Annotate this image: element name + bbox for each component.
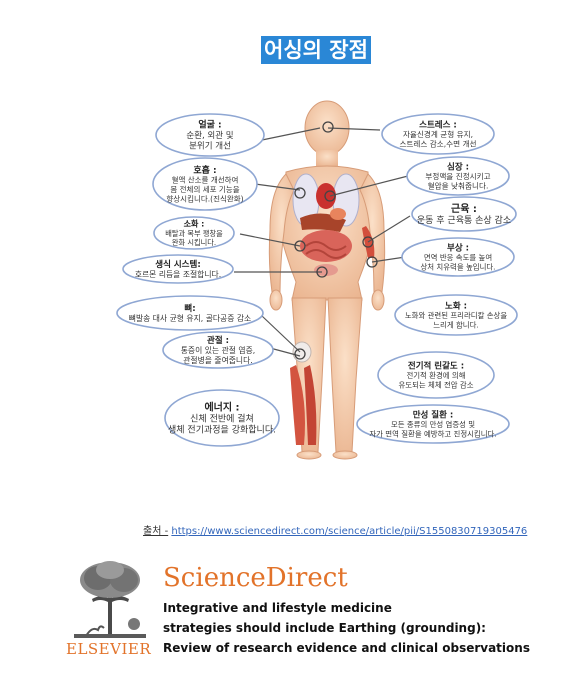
bubble-title: 호흡 :	[193, 164, 216, 176]
bubble-title: 얼굴 :	[198, 119, 221, 131]
body-silhouette	[268, 100, 386, 460]
bubble-outline	[122, 254, 234, 284]
bubble-title: 심장 :	[447, 161, 469, 172]
paper-title-line-3: Review of research evidence and clinical…	[163, 641, 530, 655]
bubble-outline	[394, 294, 518, 336]
page-title: 어싱의 장점	[261, 36, 371, 64]
bubble-outline	[377, 351, 495, 399]
bubble-line: 모든 종류의 만성 염증성 및	[391, 420, 475, 429]
bubble-line: 상처 치유력을 높입니다.	[420, 262, 495, 271]
paper-title-line-1: Integrative and lifestyle medicine	[163, 601, 392, 615]
bubble-line: 자가 면역 질환을 예방하고 진정시킵니다.	[369, 429, 496, 438]
bubble-line: 호르몬 리듬을 조절합니다.	[135, 269, 221, 279]
benefit-bubble: 근육 :운동 후 근육통 손상 감소	[411, 196, 517, 232]
bubble-outline	[155, 113, 265, 157]
bubble-title: 소화 :	[184, 219, 205, 229]
bubble-line: 분위기 개선	[189, 141, 231, 152]
brand-logo-sciencedirect: ScienceDirect	[163, 563, 348, 593]
bubble-line: 스트레스 감소,수면 개선	[399, 139, 476, 149]
bubble-line: 순환, 외관 및	[186, 130, 233, 141]
bubble-outline	[381, 113, 495, 155]
bubble-outline	[406, 156, 510, 196]
bubble-title: 노화 :	[445, 301, 467, 312]
bubble-line: 느리게 합니다.	[433, 320, 479, 329]
bubble-title: 에너지 :	[204, 401, 239, 414]
bubble-outline	[153, 216, 235, 250]
bubble-title: 관절 :	[207, 335, 229, 346]
bubble-title: 근육 :	[451, 203, 477, 215]
bubble-line: 생체 전기과정을 강화합니다.	[168, 425, 276, 436]
bubble-line: 통증이 있는 관절 염증,	[181, 345, 255, 355]
bubble-line: 부정맥을 진정시키고	[425, 171, 490, 181]
bubble-line: 배탈과 복부 팽창을	[165, 229, 223, 238]
paper-title-line-2: strategies should include Earthing (grou…	[163, 621, 486, 635]
bubble-outline	[152, 157, 258, 211]
bubble-title: 뼈:	[184, 303, 195, 314]
bubble-line: 향상시킵니다.(진식완화)	[166, 193, 243, 203]
bubble-line: 신체 전반에 걸쳐	[190, 413, 254, 425]
benefit-bubble: 관절 :통증이 있는 관절 염증,관절병을 줄여줍니다.	[162, 331, 274, 369]
bubble-outline	[401, 237, 515, 277]
bubble-title: 스트레스 :	[419, 119, 457, 130]
source-link[interactable]: https://www.sciencedirect.com/science/ar…	[171, 526, 528, 537]
bubble-title: 만성 질환 :	[413, 410, 454, 421]
bubble-line: 뼈발송 대사 균형 유지, 골다공증 감소	[129, 313, 251, 323]
benefit-bubble: 생식 시스템:호르몬 리듬을 조절합니다.	[122, 254, 234, 284]
bubble-line: 관절병을 줄여줍니다.	[183, 355, 253, 365]
benefit-bubble: 만성 질환 :모든 종류의 만성 염증성 및자가 면역 질환을 예방하고 진정시…	[356, 404, 510, 444]
bubble-outline	[162, 331, 274, 369]
publisher-name: ELSEVIER	[66, 640, 152, 658]
bubble-line: 운동 후 근육통 손상 감소	[417, 214, 511, 226]
bubble-outline	[164, 389, 280, 447]
elsevier-tree-logo	[68, 558, 152, 640]
source-prefix: 출처 -	[143, 526, 169, 537]
bubble-line: 자율신경계 균형 유지,	[403, 129, 473, 139]
benefit-bubble: 스트레스 :자율신경계 균형 유지,스트레스 감소,수면 개선	[381, 113, 495, 155]
bubble-title: 부상 :	[447, 243, 469, 254]
bubble-line: 혈액 산소를 개선하여	[172, 174, 239, 184]
bubble-line: 전기적 환경에 의해	[406, 371, 465, 380]
internal-organs	[290, 173, 375, 445]
benefit-bubble: 뼈:뼈발송 대사 균형 유지, 골다공증 감소	[116, 295, 264, 331]
bubble-line: 노화와 관련된 프리라디칼 손상을	[405, 311, 507, 320]
bubble-line: 면역 반응 속도를 높여	[424, 253, 492, 262]
bubble-outline	[116, 295, 264, 331]
bubble-title: 전기적 린갈도 :	[408, 361, 464, 372]
bubble-line: 유도되는 체체 전압 감소	[398, 380, 473, 389]
bubble-outline	[411, 196, 517, 232]
connectors	[234, 121, 413, 360]
bubble-line: 몸 전체의 세포 기능을	[170, 184, 239, 194]
bubble-outline	[356, 404, 510, 444]
bubble-title: 생식 시스템:	[155, 259, 200, 270]
bubble-line: 혈압을 낮춰줍니다.	[428, 181, 489, 191]
source-citation: 출처 - https://www.sciencedirect.com/scien…	[143, 522, 527, 537]
bubble-line: 완화 시킵니다.	[172, 238, 216, 247]
